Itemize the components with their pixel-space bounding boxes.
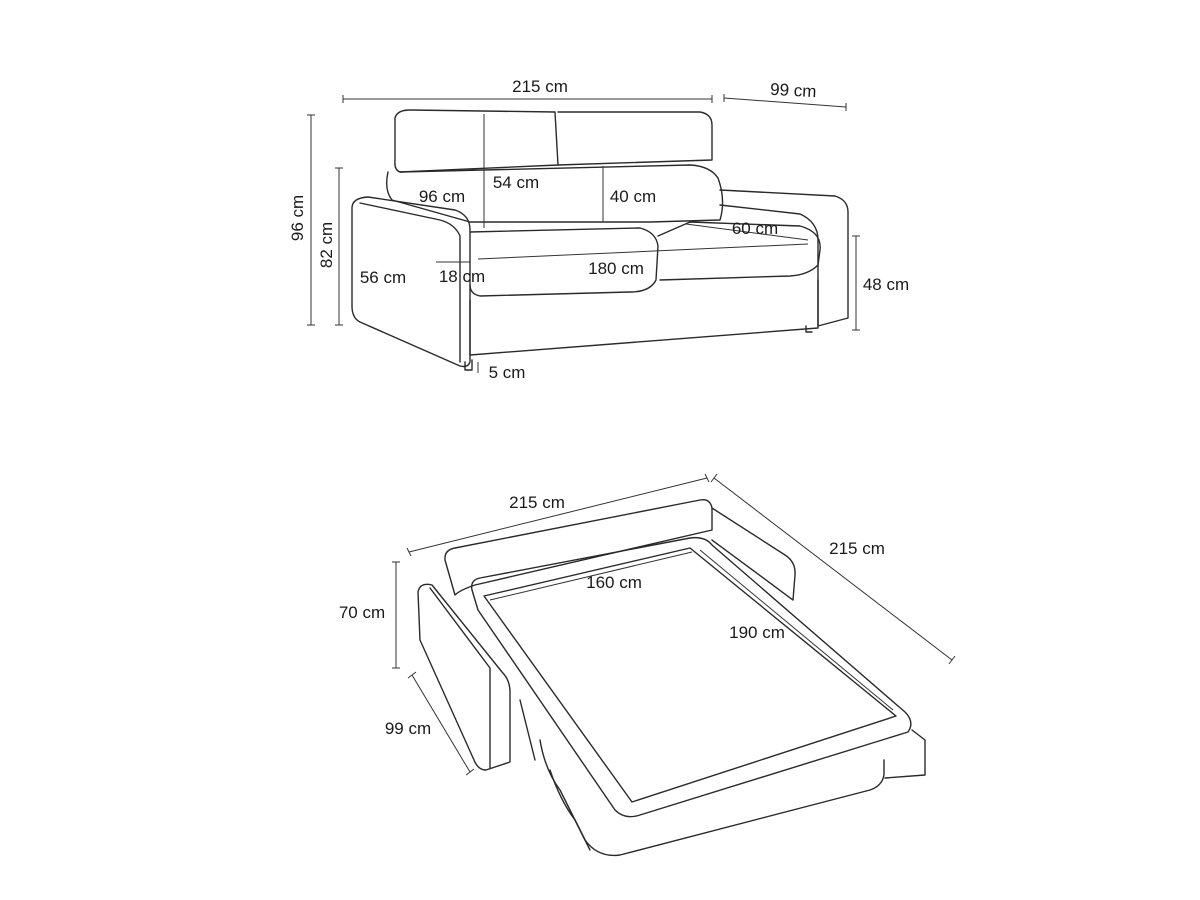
closed-sofa-labels: 215 cm 99 cm 96 cm 82 cm 54 cm 96 cm 40 … <box>288 77 909 382</box>
label-backrest-width: 96 cm <box>419 187 465 206</box>
label-bed-open-depth: 215 cm <box>829 539 885 558</box>
label-backrest-height: 40 cm <box>610 187 656 206</box>
label-seat-height: 48 cm <box>863 275 909 294</box>
label-armrest-width: 18 cm <box>439 267 485 286</box>
label-total-height: 96 cm <box>288 195 307 241</box>
label-mattress-width: 160 cm <box>586 573 642 592</box>
label-bed-width: 215 cm <box>509 493 565 512</box>
label-armrest-height: 56 cm <box>360 268 406 287</box>
label-mattress-length: 190 cm <box>729 623 785 642</box>
open-bed-dimension-lines <box>392 473 956 776</box>
label-depth: 99 cm <box>770 80 817 101</box>
label-overall-width: 215 cm <box>512 77 568 96</box>
label-bed-height: 70 cm <box>339 603 385 622</box>
label-seat-width: 180 cm <box>588 259 644 278</box>
label-seat-depth: 60 cm <box>732 219 778 238</box>
label-height-without-headrest: 82 cm <box>317 222 336 268</box>
closed-sofa-dimension-lines <box>307 94 860 373</box>
closed-sofa-drawing <box>351 109 849 371</box>
open-bed-labels: 215 cm 215 cm 160 cm 190 cm 70 cm 99 cm <box>339 493 885 738</box>
label-foot-height: 5 cm <box>489 363 526 382</box>
label-headrest-height: 54 cm <box>493 173 539 192</box>
open-bed-drawing <box>417 498 926 857</box>
label-bed-depth: 99 cm <box>385 719 431 738</box>
